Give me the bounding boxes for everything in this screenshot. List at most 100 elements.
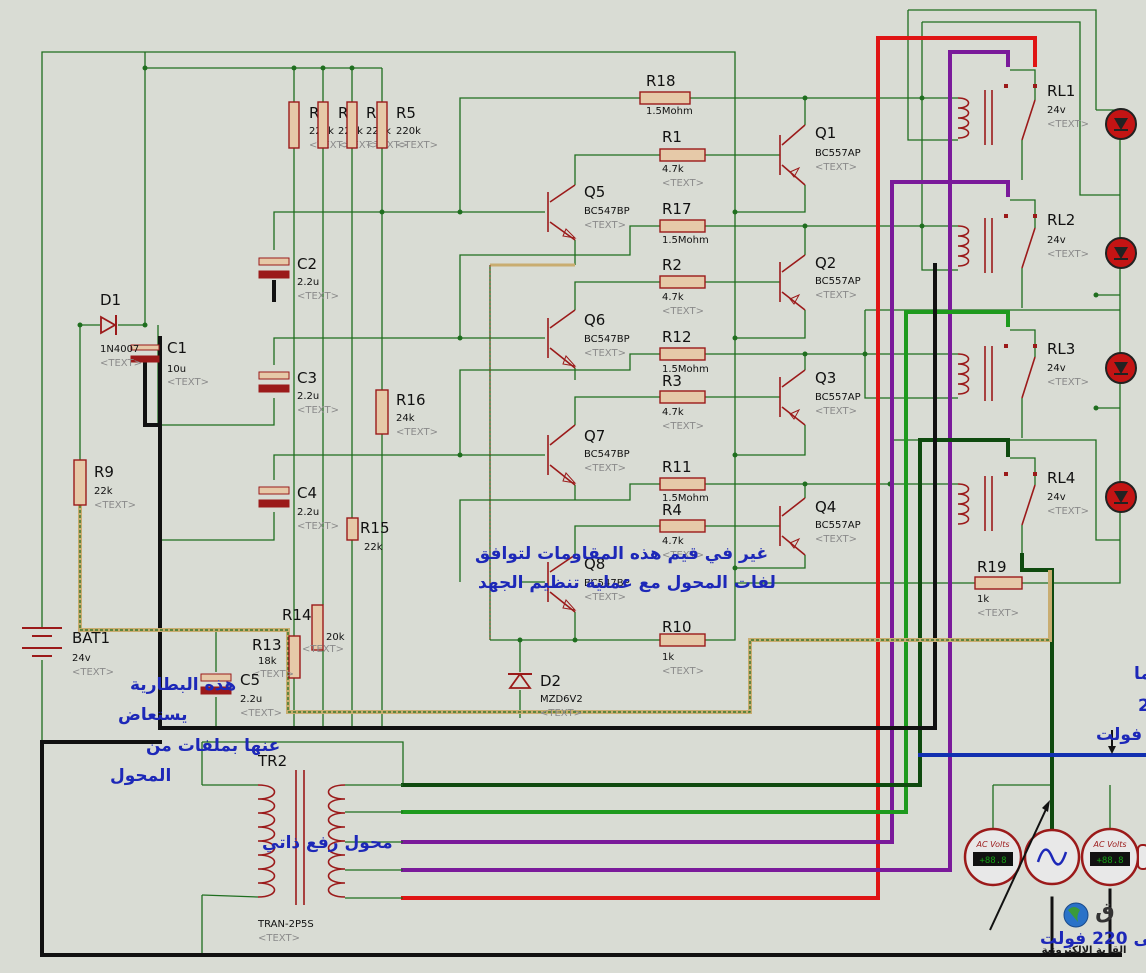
svg-text:<TEXT>: <TEXT>: [72, 667, 114, 678]
svg-text:220k: 220k: [396, 126, 421, 137]
resistor-r3: R3 4.7k <TEXT>: [659, 372, 706, 432]
svg-text:<TEXT>: <TEXT>: [977, 608, 1019, 619]
svg-text:R2: R2: [662, 256, 682, 274]
svg-text:C5: C5: [240, 671, 260, 689]
svg-text:MZD6V2: MZD6V2: [540, 694, 583, 705]
svg-text:AC Volts: AC Volts: [975, 840, 1009, 849]
meter-partial-right: [1137, 844, 1146, 870]
svg-text:R10: R10: [662, 618, 692, 636]
capacitor-c5: C5 2.2u <TEXT>: [200, 671, 282, 719]
svg-text:24v: 24v: [1047, 492, 1066, 503]
ac-voltmeter-input: AC Volts +88.8: [963, 827, 1023, 887]
svg-text:BC557AP: BC557AP: [815, 520, 861, 531]
svg-text:R4: R4: [662, 501, 682, 519]
svg-text:24v: 24v: [1047, 235, 1066, 246]
svg-text:BC547BP: BC547BP: [584, 449, 630, 460]
svg-text:<TEXT>: <TEXT>: [662, 550, 704, 561]
resistor-r19: R19 1k <TEXT>: [974, 558, 1023, 619]
indicator-lamp-2: [1105, 237, 1137, 269]
svg-text:R14: R14: [282, 606, 312, 624]
svg-text:<TEXT>: <TEXT>: [338, 140, 380, 151]
svg-text:1k: 1k: [662, 652, 674, 663]
svg-text:18k: 18k: [258, 656, 277, 667]
resistor-r1: R14.7k<TEXT>: [659, 128, 706, 189]
indicator-lamp-4: [1105, 481, 1137, 513]
svg-text:<TEXT>: <TEXT>: [662, 178, 704, 189]
ac-source: [1023, 828, 1081, 886]
svg-text:20k: 20k: [326, 632, 345, 643]
svg-text:<TEXT>: <TEXT>: [662, 306, 704, 317]
svg-text:<TEXT>: <TEXT>: [240, 708, 282, 719]
svg-text:R17: R17: [662, 200, 692, 218]
svg-text:<TEXT>: <TEXT>: [1047, 506, 1089, 517]
svg-text:1.5Mohm: 1.5Mohm: [662, 493, 709, 504]
resistor-r2: R24.7k<TEXT>: [659, 256, 706, 317]
svg-text:D2: D2: [540, 672, 561, 690]
svg-text:Q4: Q4: [815, 498, 836, 516]
svg-text:R3: R3: [662, 372, 682, 390]
svg-text:R9: R9: [94, 463, 114, 481]
svg-text:24v: 24v: [72, 653, 91, 664]
svg-text:R11: R11: [662, 458, 692, 476]
svg-text:فولت: فولت: [1096, 725, 1142, 745]
svg-text:Q8: Q8: [584, 555, 605, 573]
svg-text:R16: R16: [396, 391, 426, 409]
svg-text:R19: R19: [977, 558, 1007, 576]
svg-text:<TEXT>: <TEXT>: [540, 708, 582, 719]
svg-text:22k: 22k: [364, 542, 383, 553]
svg-text:عنها بملفات من: عنها بملفات من: [146, 736, 280, 756]
svg-text:<TEXT>: <TEXT>: [94, 500, 136, 511]
svg-text:<TEXT>: <TEXT>: [815, 290, 857, 301]
svg-text:<TEXT>: <TEXT>: [396, 140, 438, 151]
note-battery: هذه البطارية يستعاض عنها بملفات من المحو…: [110, 675, 280, 786]
svg-text:المحول: المحول: [110, 766, 171, 786]
svg-text:BAT1: BAT1: [72, 629, 110, 647]
svg-text:TRAN-2P5S: TRAN-2P5S: [257, 919, 314, 930]
svg-text:هذه البطارية: هذه البطارية: [130, 675, 236, 695]
svg-text:2.2u: 2.2u: [240, 694, 262, 705]
svg-text:AC Volts: AC Volts: [1092, 840, 1126, 849]
svg-text:الدخل من 140 وحتى 220 فولت: الدخل من 140 وحتى 220 فولت: [1040, 929, 1146, 949]
svg-text:<TEXT>: <TEXT>: [584, 463, 626, 474]
capacitor-c4: C42.2u<TEXT>: [258, 484, 339, 532]
svg-text:+88.8: +88.8: [979, 856, 1006, 866]
junction-dots: [77, 65, 1099, 643]
arrow-output-pointer: [1108, 730, 1116, 754]
svg-text:<TEXT>: <TEXT>: [1047, 249, 1089, 260]
svg-text:<TEXT>: <TEXT>: [297, 291, 339, 302]
svg-text:<TEXT>: <TEXT>: [302, 644, 344, 655]
arrow-input-pointer: [989, 800, 1050, 931]
svg-text:24v: 24v: [1047, 105, 1066, 116]
note-resistor-adjust: غير في قيم هذه المقاومات لتوافق لفات الم…: [475, 544, 776, 593]
svg-text:4.7k: 4.7k: [662, 407, 684, 418]
svg-text:1k: 1k: [977, 594, 989, 605]
svg-text:<TEXT>: <TEXT>: [662, 666, 704, 677]
svg-text:<TEXT>: <TEXT>: [1047, 377, 1089, 388]
svg-text:D1: D1: [100, 291, 121, 309]
svg-text:<TEXT>: <TEXT>: [815, 534, 857, 545]
svg-text:<TEXT>: <TEXT>: [396, 427, 438, 438]
svg-text:<TEXT>: <TEXT>: [662, 421, 704, 432]
svg-text:Q1: Q1: [815, 124, 836, 142]
svg-text:R18: R18: [646, 72, 676, 90]
svg-text:Q2: Q2: [815, 254, 836, 272]
svg-text:القرية الالكترونية: القرية الالكترونية: [1042, 945, 1127, 956]
svg-text:R1: R1: [662, 128, 682, 146]
